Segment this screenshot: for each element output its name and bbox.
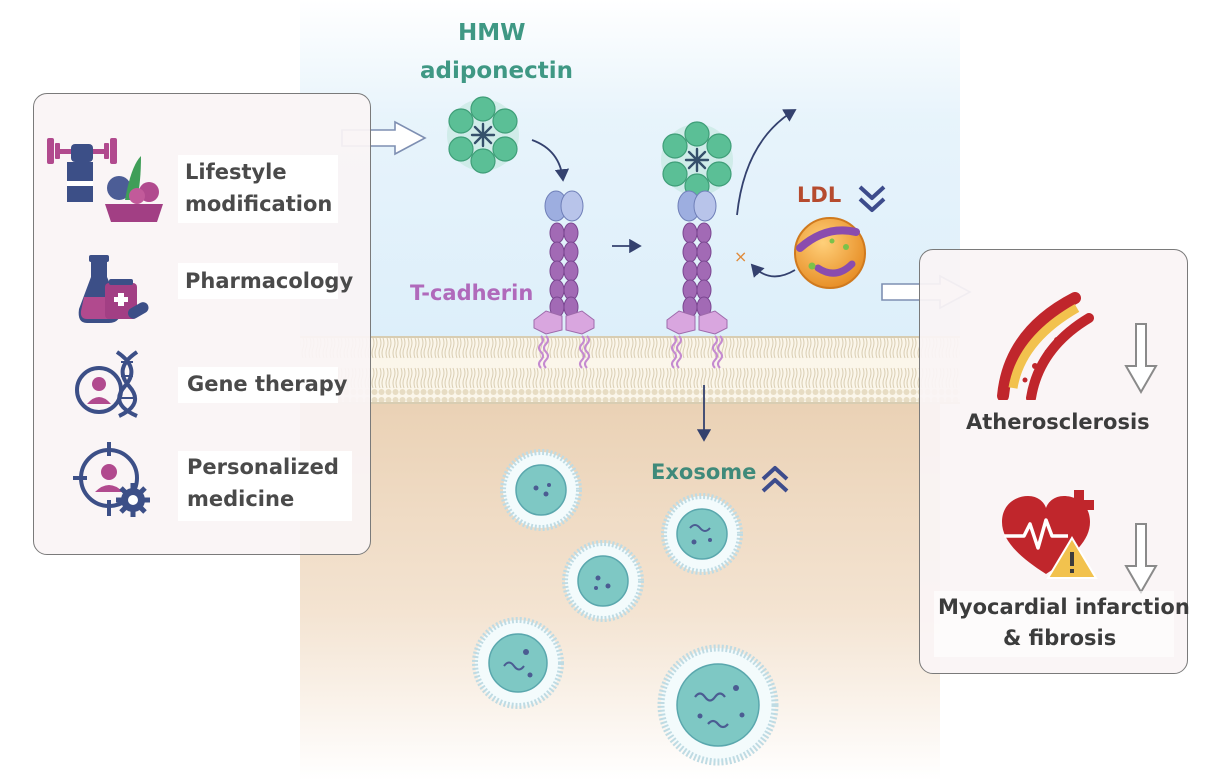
target-person-gear-icon [73,442,150,517]
exosome-vesicle-5 [657,644,779,766]
gene-therapy-label-bg [178,367,338,403]
gene-therapy-label: Gene therapy [187,372,348,396]
personalized-medicine-label-line2: medicine [187,487,295,511]
exosome-vesicle-3 [661,493,743,575]
dumbbell-vegetables-icon [47,138,163,222]
personalized-medicine-label-line1: Personalized [187,455,339,479]
binding-arrow [531,139,570,182]
adiponectin-bound-icon [661,121,733,199]
pharmacology-label-bg [178,263,338,299]
adiponectin-free-icon [447,96,519,174]
ldl-particle-icon [794,217,866,289]
myocardial-decrease-arrow-icon [1124,523,1158,594]
cell-membrane [300,337,960,403]
exosome-vesicle-2 [562,540,644,622]
myocardial-label-line2: & fibrosis [1003,626,1117,650]
t-cadherin-label: T-cadherin [410,281,534,305]
flask-pills-icon [78,255,149,323]
lifestyle-label-line2: modification [185,192,333,216]
block-cross-icon: × [734,247,747,266]
myocardial-label-bg [934,591,1174,657]
heart-warning-icon [1002,490,1098,579]
dna-person-icon [75,350,139,418]
artery-plaque-icon [997,292,1094,400]
ldl-decrease-chevron-icon [858,185,886,212]
adiponectin-title-line2: adiponectin [420,58,573,84]
t-cadherin-receptor-bound-icon [666,190,728,369]
ldl-label: LDL [797,183,842,207]
exosome-vesicle-1 [500,449,582,531]
myocardial-label-line1: Myocardial infarction [938,595,1190,619]
pharmacology-label: Pharmacology [185,269,354,293]
lifestyle-label-line1: Lifestyle [185,160,287,184]
extracellular-region [300,0,960,340]
release-arrow [736,109,797,216]
personalized-medicine-label-bg [178,451,352,521]
atherosclerosis-label: Atherosclerosis [966,410,1150,434]
adiponectin-title-line1: HMW [458,20,526,46]
exosome-increase-chevron-icon [761,466,789,493]
exosome-vesicle-4 [472,617,564,709]
atherosclerosis-decrease-arrow-icon [1124,323,1158,394]
lifestyle-label-bg [178,155,338,223]
ldl-blocked-arrow [750,263,796,278]
t-cadherin-receptor-unbound-icon [533,190,595,369]
exosome-label: Exosome [651,460,757,484]
